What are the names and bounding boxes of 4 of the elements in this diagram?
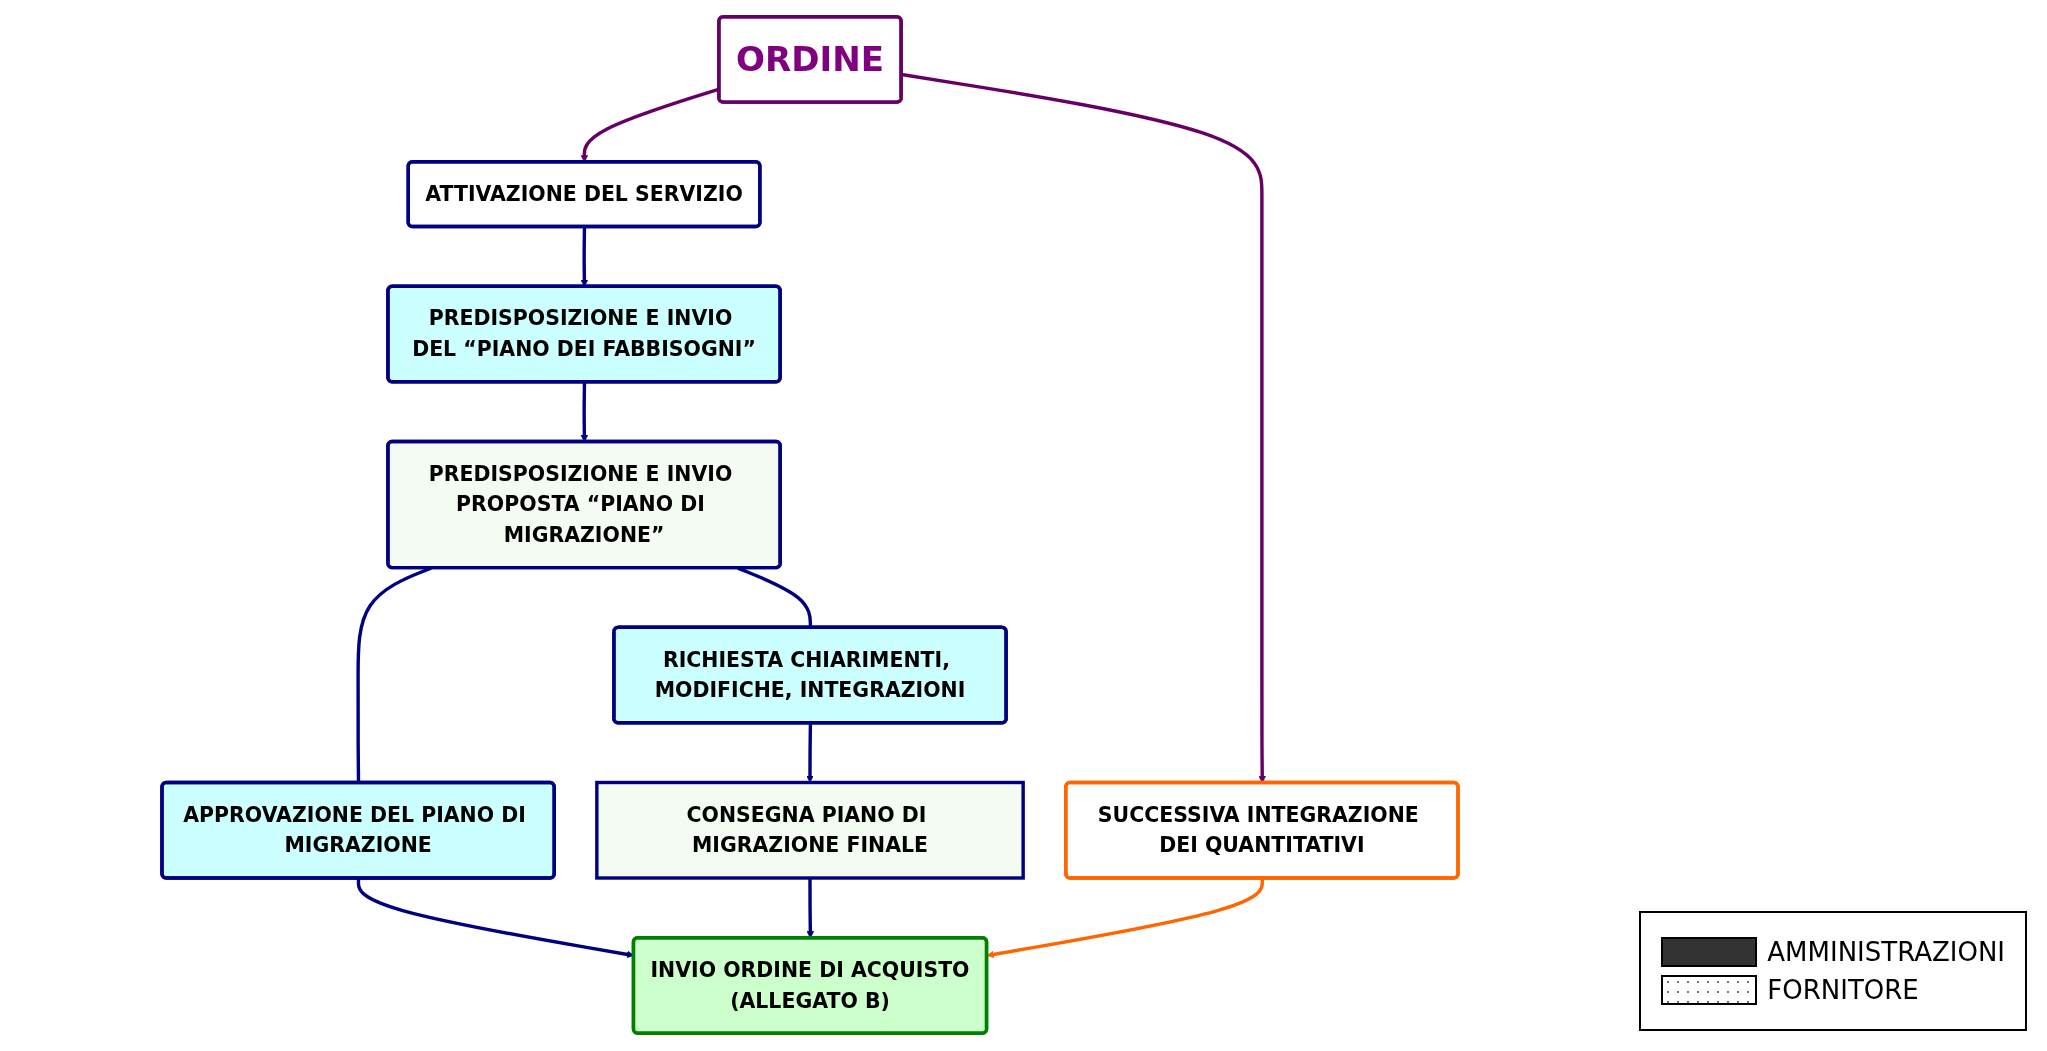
legend-label: FORNITORE: [1767, 975, 1919, 1005]
node-box: CONSEGNA PIANO DI MIGRAZIONE FINALE: [595, 780, 1025, 880]
legend-label: AMMINISTRAZIONI: [1767, 937, 2005, 967]
arrow: [806, 723, 814, 783]
